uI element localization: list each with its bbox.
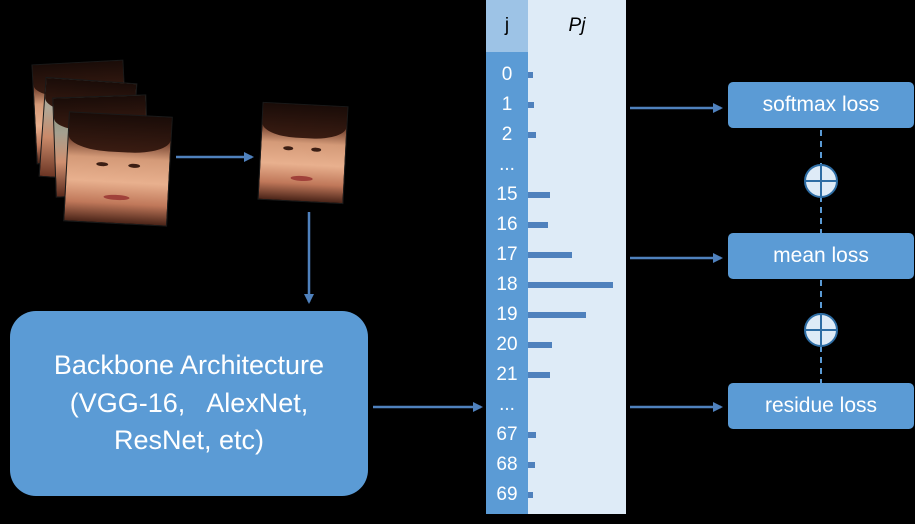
age-index-column	[486, 0, 528, 514]
backbone-models-line2: ResNet, etc)	[113, 425, 265, 456]
age-index-label: 18	[496, 274, 518, 295]
probability-bar	[528, 282, 613, 288]
age-index-label: 0	[501, 64, 513, 85]
backbone-architecture-box: Backbone Architecture (VGG-16, AlexNet, …	[10, 311, 368, 496]
probability-bar	[528, 72, 533, 78]
probability-bar	[528, 102, 534, 108]
age-index-label: 69	[496, 484, 518, 505]
age-index-label: 68	[496, 454, 518, 475]
plus-circle-icon	[804, 313, 838, 347]
age-index-label: 16	[496, 214, 518, 235]
probability-bar	[528, 492, 533, 498]
softmax-loss-box: softmax loss	[728, 82, 914, 128]
probability-bar	[528, 372, 550, 378]
residue-loss-box: residue loss	[728, 383, 914, 429]
age-index-label: 1	[501, 94, 513, 115]
probability-bar	[528, 312, 586, 318]
plus-circle-icon	[804, 164, 838, 198]
probability-bar	[528, 222, 548, 228]
probability-bar	[528, 342, 552, 348]
age-index-label: 15	[496, 184, 518, 205]
age-index-label: 19	[496, 304, 518, 325]
age-index-label: 17	[496, 244, 518, 265]
backbone-title: Backbone Architecture	[53, 349, 325, 380]
age-index-header: j	[486, 0, 528, 52]
mean-loss-box: mean loss	[728, 233, 914, 279]
probability-bar	[528, 192, 550, 198]
age-index-label: 67	[496, 424, 518, 445]
age-index-label: ...	[499, 394, 515, 415]
age-index-label: 21	[496, 364, 518, 385]
probability-bar	[528, 252, 572, 258]
probability-header: Pj	[568, 15, 586, 36]
probability-bar	[528, 432, 536, 438]
backbone-models-line1: (VGG-16, AlexNet,	[69, 387, 309, 418]
age-index-label: 20	[496, 334, 518, 355]
age-index-label: 2	[501, 124, 513, 145]
age-index-label: ...	[499, 154, 515, 175]
probability-bar	[528, 462, 535, 468]
probability-bar	[528, 132, 536, 138]
